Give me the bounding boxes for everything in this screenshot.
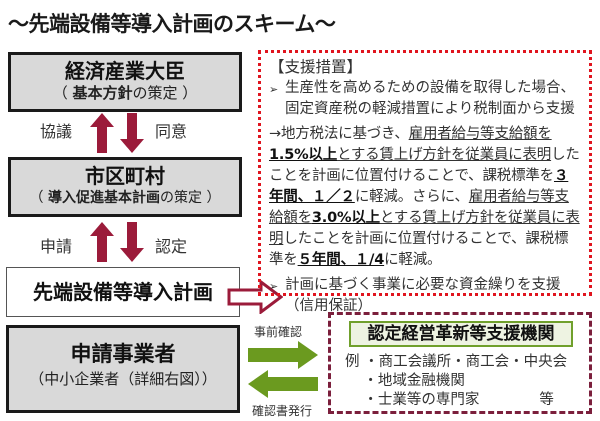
arrowhead-bullet-icon: ➢ — [269, 83, 279, 96]
support-bullet-1: ➢ 生産性を高めるための設備を取得した場合、固定資産税の軽減措置により税制面から… — [269, 78, 581, 120]
down-arrow-icon — [120, 222, 144, 262]
apply-label: 申請 — [40, 237, 73, 256]
tax-detail-paragraph: →地方税法に基づき、雇用者給与等支給額を1.5%以上とする賃上げ方針を従業員に表… — [269, 126, 580, 268]
pre-check-label: 事前確認 — [254, 325, 303, 339]
left-green-arrow-icon — [248, 370, 318, 398]
down-arrow-icon — [120, 113, 144, 153]
applicant-box: 申請事業者 （中小企業者（詳細右図）） — [6, 325, 240, 413]
organization-title: 認定経営革新等支援機関 — [349, 321, 573, 347]
up-arrow-icon — [90, 222, 114, 262]
support-organization-box: 認定経営革新等支援機関 例 ・商工会議所・商工会・中央会 ・地域金融機関 ・士業… — [328, 312, 592, 414]
minister-box: 経済産業大臣 （ 基本方針の策定 ） — [8, 52, 242, 112]
support-header: 【支援措置】 — [269, 58, 363, 76]
confirmation-issue-label: 確認書発行 — [252, 404, 313, 418]
plan-box: 先端設備等導入計画 — [6, 267, 240, 317]
applicant-label: 申請事業者 — [70, 342, 176, 366]
certify-label: 認定 — [155, 237, 188, 256]
minister-label: 経済産業大臣 — [65, 59, 185, 83]
consent-label: 同意 — [155, 122, 188, 141]
page-title: ～先端設備等導入計画のスキーム～ — [8, 12, 336, 36]
plan-label: 先端設備等導入計画 — [33, 280, 213, 304]
consult-label: 協議 — [40, 122, 73, 141]
up-arrow-icon — [90, 113, 114, 153]
minister-sub: （ 基本方針の策定 ） — [52, 84, 198, 102]
support-measures-box: 【支援措置】 ➢ 生産性を高めるための設備を取得した場合、固定資産税の軽減措置に… — [258, 50, 592, 314]
municipality-box: 市区町村 （ 導入促進基本計画の策定 ） — [8, 157, 242, 217]
organization-examples: 例 ・商工会議所・商工会・中央会 ・地域金融機関 ・士業等の専門家 等 — [345, 354, 568, 408]
right-hollow-arrow-icon — [227, 280, 283, 314]
applicant-sub: （中小企業者（詳細右図）） — [29, 370, 217, 388]
municipality-sub: （ 導入促進基本計画の策定 ） — [29, 190, 221, 206]
right-green-arrow-icon — [248, 341, 318, 369]
municipality-label: 市区町村 — [85, 164, 165, 188]
support-bullet-2-text: 計画に基づく事業に必要な資金繰りを支援（信用保証） — [285, 277, 561, 314]
support-bullet-2: ➢ 計画に基づく事業に必要な資金繰りを支援（信用保証） — [269, 275, 581, 317]
support-bullet-1-text: 生産性を高めるための設備を取得した場合、固定資産税の軽減措置により税制面から支援 — [285, 80, 575, 117]
arrowhead-bullet-icon: ➢ — [269, 280, 279, 293]
